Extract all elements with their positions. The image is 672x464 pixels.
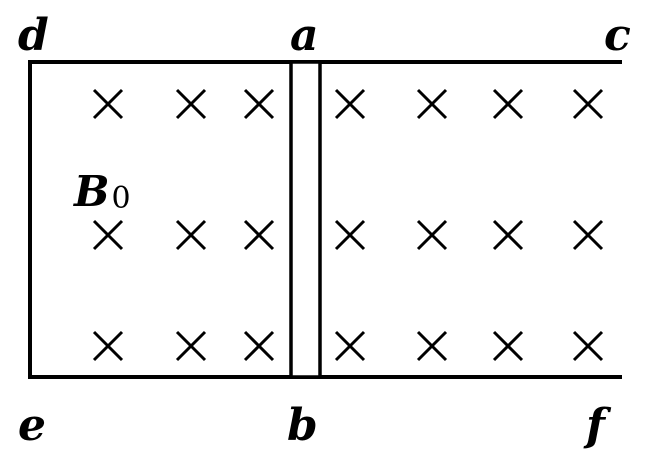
conducting-rod-ab[interactable]: [289, 60, 322, 379]
field-cross-icon: [92, 88, 124, 120]
field-cross-icon: [175, 330, 207, 362]
label-f: f: [583, 400, 612, 451]
field-cross-icon: [92, 330, 124, 362]
field-cross-icon: [572, 88, 604, 120]
field-cross-icon: [334, 88, 366, 120]
field-cross-icon: [416, 219, 448, 251]
label-e: e: [18, 400, 46, 451]
label-d: d: [18, 10, 49, 61]
label-c: c: [604, 10, 631, 61]
field-cross-icon: [243, 219, 275, 251]
field-cross-icon: [175, 88, 207, 120]
field-label-b0: B0: [73, 167, 131, 216]
field-cross-icon: [492, 219, 524, 251]
field-cross-icon: [334, 219, 366, 251]
field-cross-icon: [572, 330, 604, 362]
field-cross-icon: [572, 219, 604, 251]
field-subscript: 0: [112, 181, 131, 216]
field-cross-icon: [243, 88, 275, 120]
label-b: b: [287, 400, 318, 451]
label-a: a: [290, 10, 319, 61]
field-cross-icon: [416, 330, 448, 362]
field-symbol: B: [73, 167, 110, 216]
field-cross-icon: [243, 330, 275, 362]
field-cross-icon: [416, 88, 448, 120]
field-cross-icon: [92, 219, 124, 251]
magnetic-field-crosses: [92, 88, 604, 362]
field-cross-icon: [492, 330, 524, 362]
field-cross-icon: [492, 88, 524, 120]
field-cross-icon: [175, 219, 207, 251]
field-cross-icon: [334, 330, 366, 362]
